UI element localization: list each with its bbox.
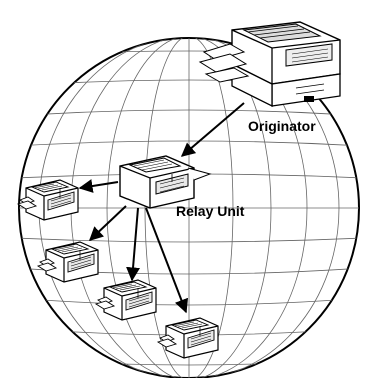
arrow-relay-to-receiver-1 (78, 179, 119, 193)
arrow-originator-to-relay (180, 102, 245, 157)
relay-unit-label: Relay Unit (176, 203, 245, 219)
originator-fax-icon (198, 21, 341, 108)
arrow-relay-to-receiver-2 (88, 205, 127, 241)
arrow-relay-to-receiver-3 (126, 207, 141, 282)
originator-label: Originator (248, 118, 316, 134)
relay-arrows (78, 102, 245, 314)
arrow-relay-to-receiver-4 (145, 207, 189, 314)
relay-unit-fax-icon (119, 155, 212, 209)
